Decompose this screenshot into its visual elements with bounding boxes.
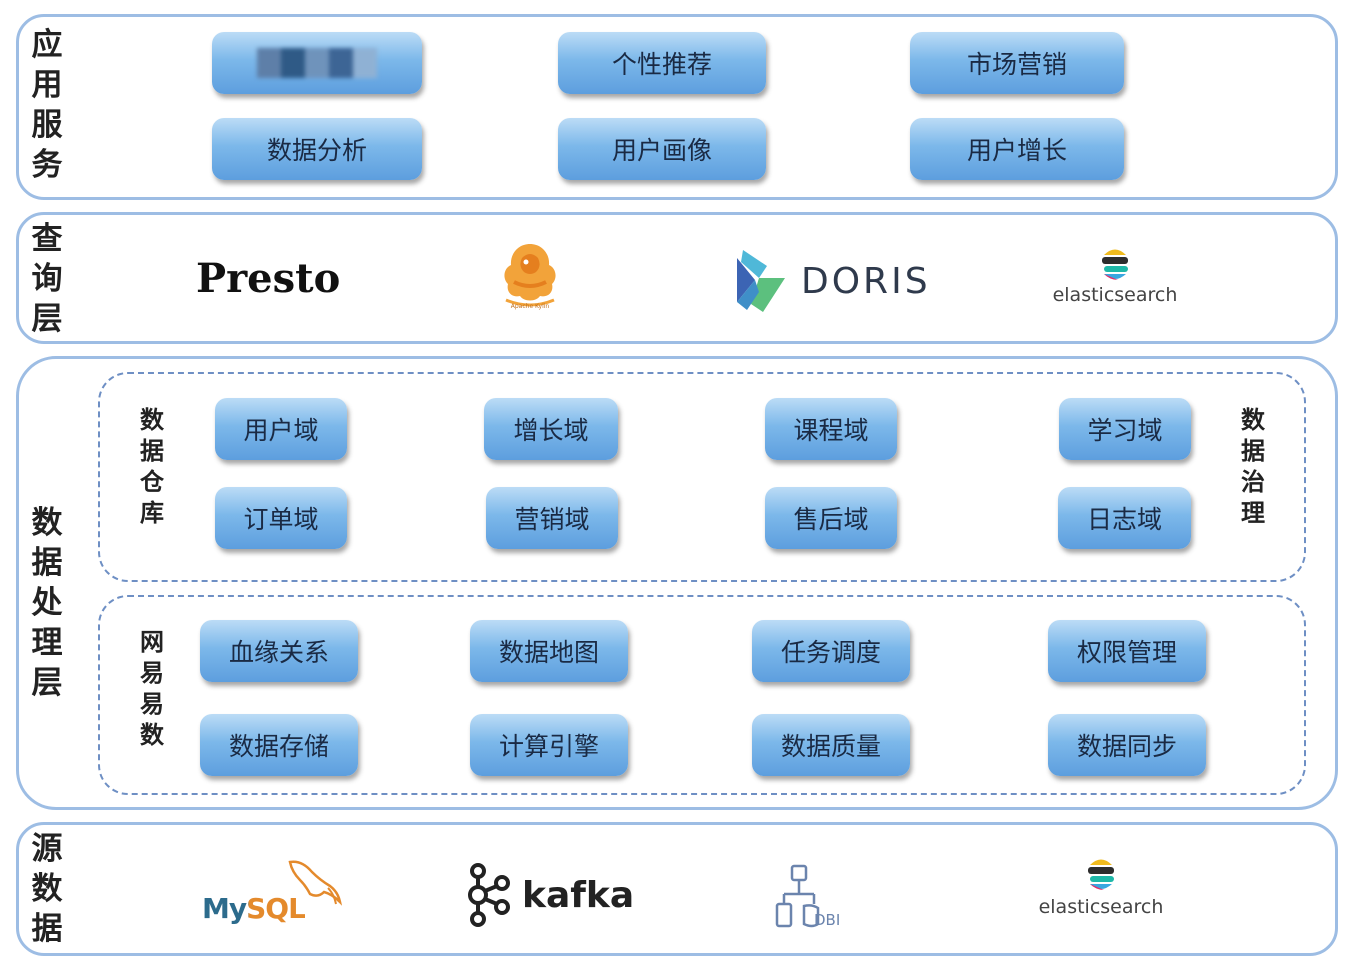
source-data-layer: 源数据 <box>16 822 1338 956</box>
mysql-logo: MySQL <box>202 858 343 930</box>
data-governance-label: 数据治理 <box>1241 406 1265 527</box>
personalized-recommendation-button[interactable]: 个性推荐 <box>558 32 766 94</box>
growth-domain-button[interactable]: 增长域 <box>484 398 618 460</box>
netease-easydata-box <box>98 595 1306 795</box>
market-marketing-button[interactable]: 市场营销 <box>910 32 1124 94</box>
svg-text:Apache Kylin: Apache Kylin <box>511 303 550 310</box>
order-domain-button[interactable]: 订单域 <box>215 487 347 549</box>
doris-icon <box>737 250 785 312</box>
user-domain-button[interactable]: 用户域 <box>215 398 347 460</box>
lineage-button[interactable]: 血缘关系 <box>200 620 358 682</box>
query-layer-label: 查询层 <box>31 221 63 337</box>
course-domain-button[interactable]: 课程域 <box>765 398 897 460</box>
kafka-logo: kafka <box>466 860 634 930</box>
dbi-logo: DBI <box>774 864 854 934</box>
user-growth-button[interactable]: 用户增长 <box>910 118 1124 180</box>
elasticsearch-source-logo: elasticsearch <box>1034 856 1168 918</box>
learning-domain-button[interactable]: 学习域 <box>1059 398 1191 460</box>
kylin-icon: Apache Kylin <box>504 244 556 310</box>
elasticsearch-icon <box>1088 859 1114 890</box>
kylin-logo: Apache Kylin <box>496 238 564 314</box>
blurred-service-button[interactable] <box>212 32 422 94</box>
blurred-text <box>257 48 377 78</box>
data-warehouse-label: 数据仓库 <box>140 406 164 527</box>
app-service-label: 应用服务 <box>31 27 63 183</box>
elasticsearch-icon <box>1102 249 1128 280</box>
source-data-label: 源数据 <box>31 831 63 947</box>
data-warehouse-box <box>98 372 1306 582</box>
netease-easydata-label: 网易易数 <box>140 628 164 749</box>
presto-logo: Presto <box>196 255 341 302</box>
user-profile-button[interactable]: 用户画像 <box>558 118 766 180</box>
data-processing-label: 数据处理层 <box>31 505 63 701</box>
log-domain-button[interactable]: 日志域 <box>1058 487 1191 549</box>
task-scheduling-button[interactable]: 任务调度 <box>752 620 910 682</box>
kafka-icon <box>468 863 510 927</box>
permission-management-button[interactable]: 权限管理 <box>1048 620 1206 682</box>
doris-logo: DORIS <box>733 246 931 316</box>
compute-engine-button[interactable]: 计算引擎 <box>470 714 628 776</box>
dbi-network-icon <box>775 864 820 928</box>
mysql-text: MySQL <box>202 892 306 925</box>
data-map-button[interactable]: 数据地图 <box>470 620 628 682</box>
data-storage-button[interactable]: 数据存储 <box>200 714 358 776</box>
marketing-domain-button[interactable]: 营销域 <box>486 487 618 549</box>
elasticsearch-query-logo: elasticsearch <box>1048 246 1182 306</box>
data-sync-button[interactable]: 数据同步 <box>1048 714 1206 776</box>
after-sales-domain-button[interactable]: 售后域 <box>765 487 897 549</box>
mysql-dolphin-icon <box>288 860 343 906</box>
data-quality-button[interactable]: 数据质量 <box>752 714 910 776</box>
data-analysis-button[interactable]: 数据分析 <box>212 118 422 180</box>
